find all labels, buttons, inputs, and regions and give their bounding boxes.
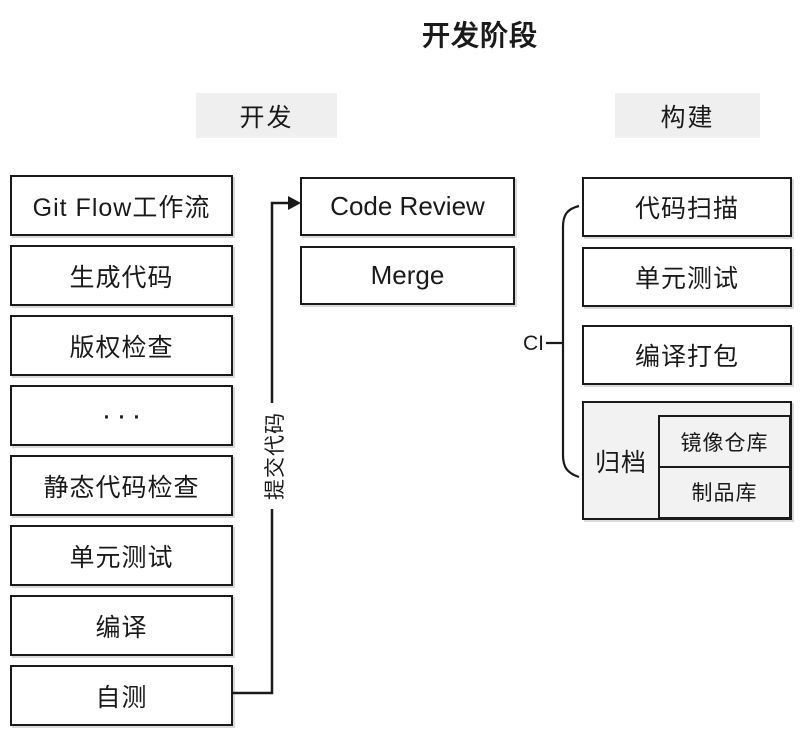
node-self-test: 自测 [10, 665, 233, 726]
archive-items: 镜像仓库 制品库 [658, 415, 791, 519]
node-artifact-repo: 制品库 [658, 465, 791, 519]
node-image-registry: 镜像仓库 [658, 415, 791, 469]
node-generate-code: 生成代码 [10, 245, 233, 306]
page-title: 开发阶段 [421, 20, 538, 51]
submit-code-edge-label: 提交代码 [259, 403, 287, 509]
header-dev: 开发 [196, 93, 337, 138]
node-code-scan: 代码扫描 [582, 177, 792, 237]
ci-brace [561, 204, 580, 479]
archive-label: 归档 [594, 448, 647, 477]
node-code-review: Code Review [300, 177, 515, 236]
node-unit-test-dev: 单元测试 [10, 525, 233, 586]
node-unit-test-build: 单元测试 [582, 247, 792, 307]
node-git-flow: Git Flow工作流 [10, 175, 233, 236]
header-build: 构建 [615, 93, 760, 138]
ci-edge-label: CI [523, 332, 544, 355]
node-compile: 编译 [10, 595, 233, 656]
node-static-code-check: 静态代码检查 [10, 455, 233, 516]
node-copyright-check: 版权检查 [10, 315, 233, 376]
node-ellipsis: ··· [10, 385, 233, 446]
node-compile-package: 编译打包 [582, 325, 792, 385]
node-archive-group: 归档 镜像仓库 制品库 [582, 401, 792, 520]
node-merge: Merge [300, 246, 515, 305]
